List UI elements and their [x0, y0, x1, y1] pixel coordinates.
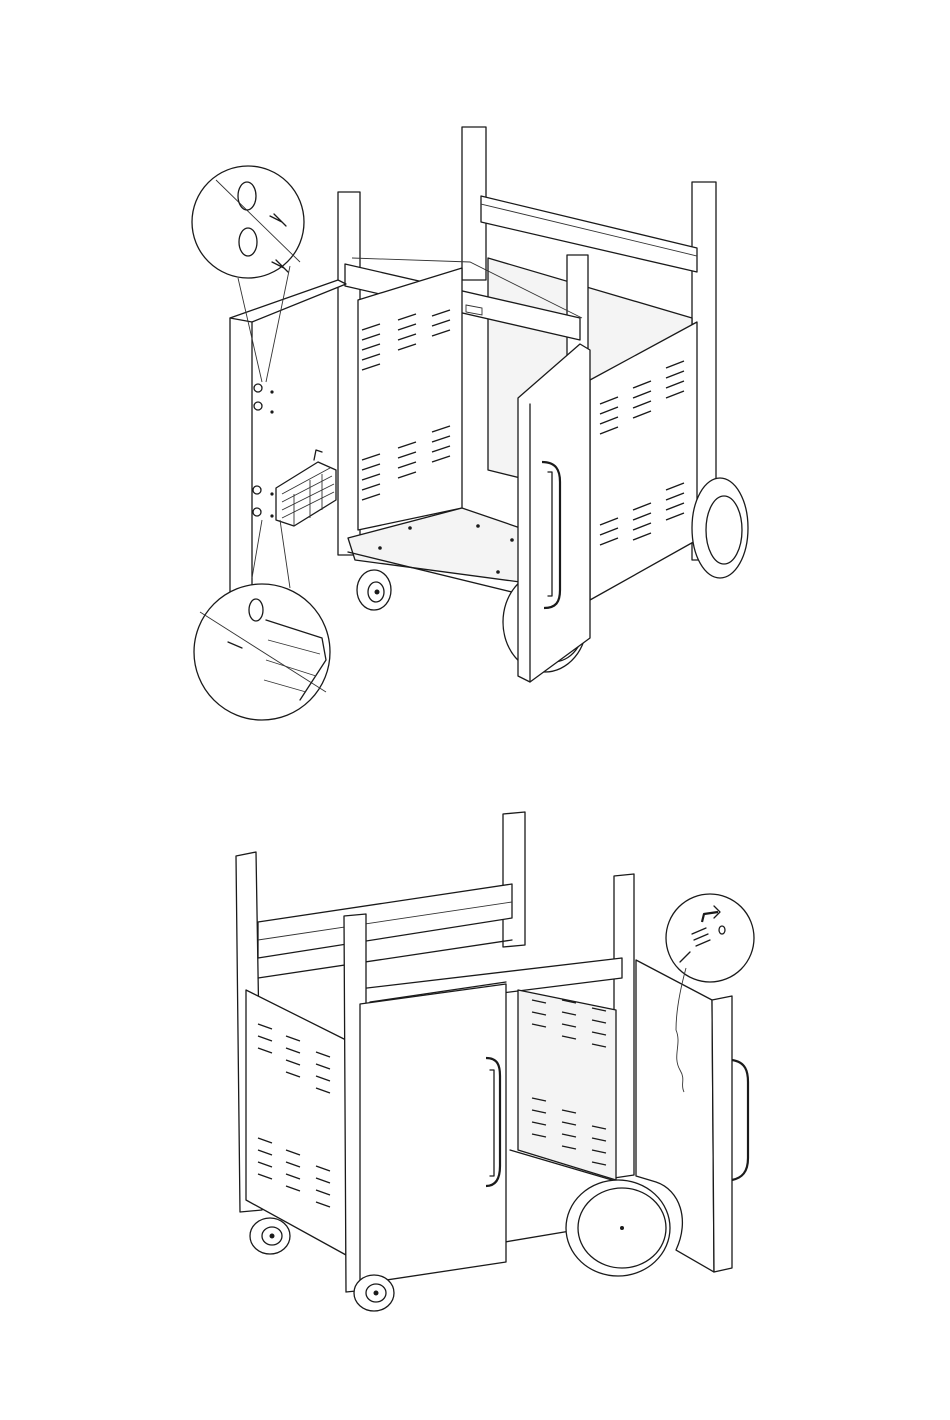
front-right-post-b	[614, 874, 634, 1178]
basket-hook-detail	[194, 520, 330, 720]
front-caster-left	[357, 570, 391, 610]
front-left-post	[338, 192, 360, 555]
left-side-panel-b	[246, 990, 346, 1255]
rear-right-post-b	[503, 812, 525, 947]
rear-caster-b	[250, 1218, 290, 1254]
closed-door-b	[360, 982, 506, 1284]
open-door-top	[518, 344, 590, 682]
front-caster-b	[354, 1275, 394, 1311]
left-side-panel	[358, 268, 462, 530]
cart-frame-exploded-view	[192, 127, 748, 720]
cart-assembled-view	[236, 812, 754, 1311]
wheel-b	[566, 1180, 670, 1276]
wire-basket	[276, 450, 336, 526]
left-side-panel-detached	[230, 280, 346, 592]
rear-cross-rail	[481, 196, 697, 272]
rear-wheel-top	[692, 478, 748, 578]
